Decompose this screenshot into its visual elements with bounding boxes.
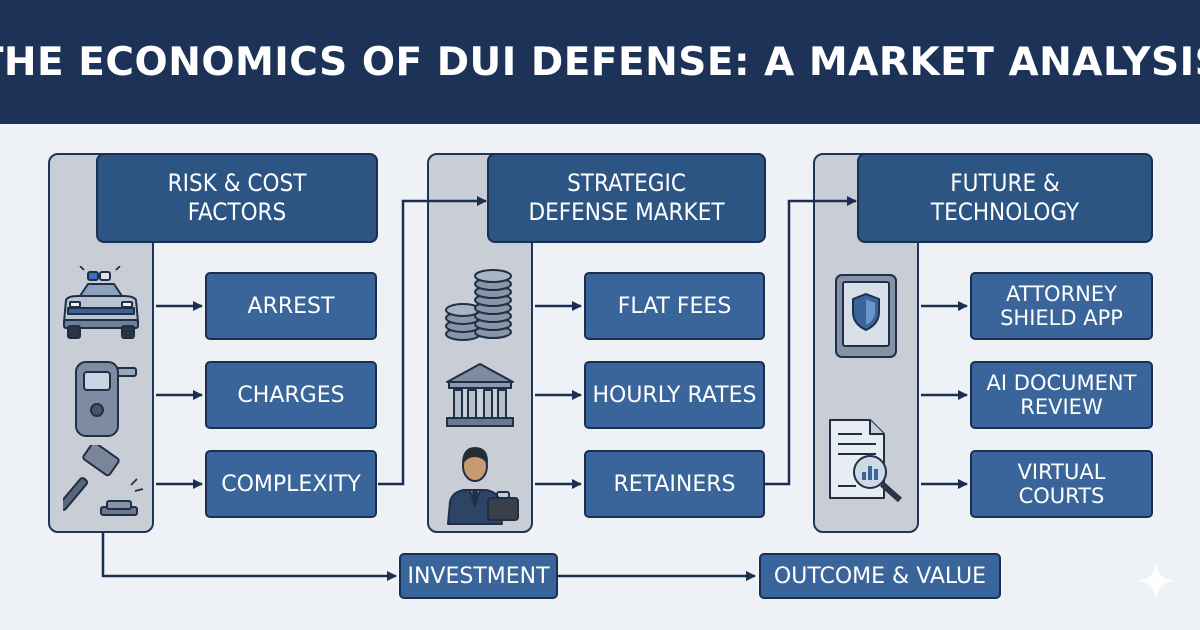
box-ai-document-review: AI DOCUMENT REVIEW — [970, 361, 1153, 429]
box-flat-fees: FLAT FEES — [584, 272, 765, 340]
document-search-icon — [829, 419, 902, 503]
box-label: FLAT FEES — [617, 293, 732, 319]
section-header-future: FUTURE & TECHNOLOGY — [857, 153, 1153, 243]
box-label: SHIELD APP — [1000, 306, 1123, 330]
box-label: OUTCOME & VALUE — [773, 563, 987, 589]
section-header-risk: RISK & COST FACTORS — [96, 153, 378, 243]
box-hourly-rates: HOURLY RATES — [584, 361, 765, 429]
box-retainers: RETAINERS — [584, 450, 765, 518]
box-label: AI DOCUMENT — [986, 371, 1137, 395]
section-title-line: FACTORS — [187, 198, 287, 226]
box-label: VIRTUAL — [1017, 460, 1106, 484]
box-label: ATTORNEY — [1006, 282, 1117, 306]
breathalyzer-icon — [75, 361, 137, 437]
box-virtual-courts: VIRTUAL COURTS — [970, 450, 1153, 518]
box-label: HOURLY RATES — [592, 382, 757, 408]
tablet-shield-icon — [835, 274, 897, 358]
box-label: RETAINERS — [613, 471, 736, 497]
sparkle-icon — [1138, 563, 1174, 599]
box-label: CHARGES — [237, 382, 345, 408]
box-label: COURTS — [1018, 484, 1105, 508]
police-car-icon — [63, 266, 139, 339]
page-title: THE ECONOMICS OF DUI DEFENSE: A MARKET A… — [0, 39, 1200, 85]
header-bar: THE ECONOMICS OF DUI DEFENSE: A MARKET A… — [0, 0, 1200, 124]
box-outcome-value: OUTCOME & VALUE — [759, 553, 1001, 599]
arrow-complexity-to-market — [378, 196, 487, 486]
bank-icon — [446, 363, 514, 427]
box-arrest: ARREST — [205, 272, 377, 340]
box-charges: CHARGES — [205, 361, 377, 429]
section-title-line: STRATEGIC — [567, 169, 686, 197]
section-title-line: DEFENSE MARKET — [528, 198, 725, 226]
box-label: INVESTMENT — [407, 563, 550, 589]
coins-icon — [445, 269, 512, 341]
attorney-icon — [447, 447, 519, 525]
box-label: REVIEW — [1020, 395, 1103, 419]
arrow-to-investment — [101, 533, 397, 581]
section-title-line: FUTURE & — [950, 169, 1060, 197]
box-complexity: COMPLEXITY — [205, 450, 377, 518]
box-label: ARREST — [247, 293, 335, 319]
section-header-market: STRATEGIC DEFENSE MARKET — [487, 153, 766, 243]
box-investment: INVESTMENT — [399, 553, 558, 599]
section-title-line: RISK & COST — [167, 169, 307, 197]
arrow-retainers-to-future — [765, 196, 857, 486]
box-label: COMPLEXITY — [221, 471, 361, 497]
box-attorney-shield-app: ATTORNEY SHIELD APP — [970, 272, 1153, 340]
gavel-icon — [63, 445, 144, 516]
section-title-line: TECHNOLOGY — [930, 198, 1080, 226]
